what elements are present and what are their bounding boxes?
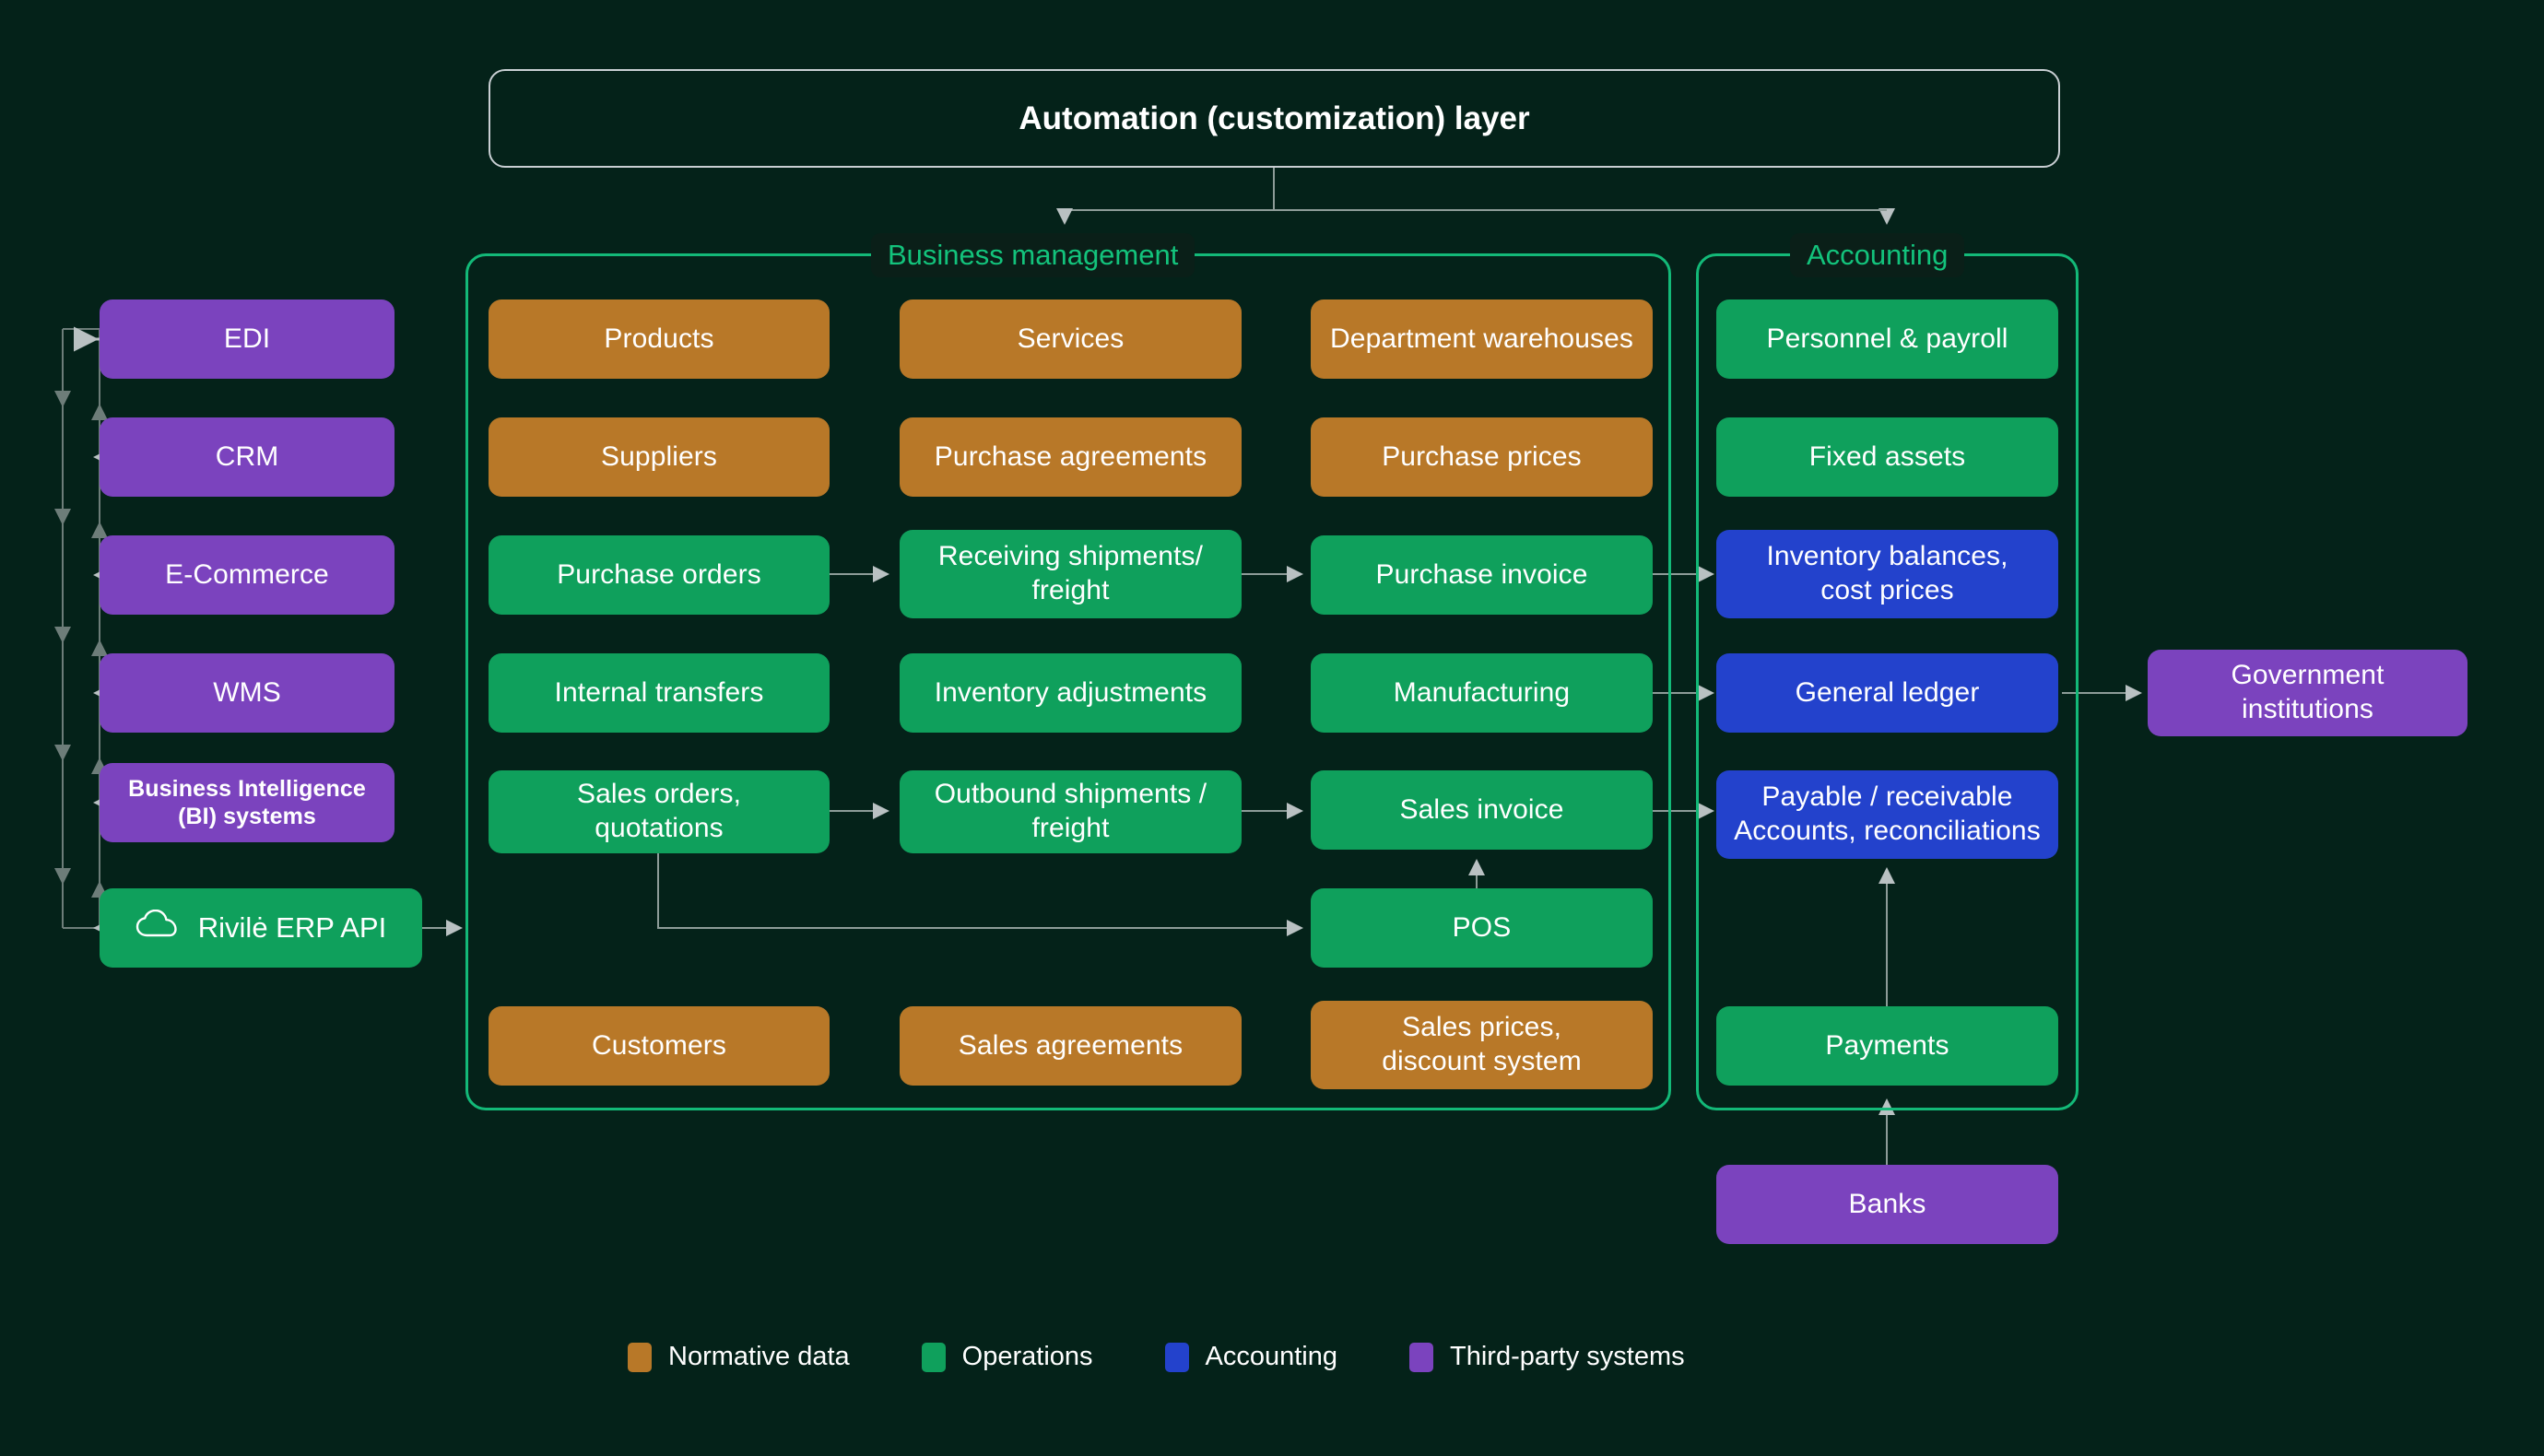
accounting-group-label: Accounting (1790, 233, 1965, 277)
bm-cell-label: Inventory adjustments (934, 676, 1207, 708)
third-party-item-edi[interactable]: EDI (100, 299, 395, 379)
legend-swatch-icon (628, 1342, 652, 1372)
bm-cell-outbound-shipments[interactable]: Outbound shipments / freight (900, 770, 1242, 853)
third-party-item-label: Business Intelligence (BI) systems (128, 775, 366, 830)
automation-layer-label: Automation (customization) layer (1019, 100, 1530, 136)
bm-cell-label: Sales invoice (1399, 793, 1564, 825)
third-party-item-label: WMS (213, 676, 281, 708)
legend-swatch-icon (1409, 1342, 1434, 1372)
bm-cell-sales-agreements[interactable]: Sales agreements (900, 1006, 1242, 1086)
acc-cell-label: Payments (1825, 1029, 1949, 1061)
bm-cell-manufacturing[interactable]: Manufacturing (1311, 653, 1653, 733)
bm-cell-label: Customers (592, 1029, 726, 1061)
bm-cell-label: Purchase agreements (934, 440, 1207, 472)
legend: Normative data Operations Accounting Thi… (628, 1342, 1757, 1372)
acc-cell-label: Inventory balances, cost prices (1766, 541, 2008, 605)
bm-cell-receiving-shipments[interactable]: Receiving shipments/ freight (900, 530, 1242, 618)
third-party-item-label: EDI (223, 323, 271, 354)
bm-cell-suppliers[interactable]: Suppliers (489, 417, 830, 497)
acc-cell-payments[interactable]: Payments (1716, 1006, 2058, 1086)
automation-layer-banner: Automation (customization) layer (489, 69, 2060, 168)
bm-cell-pos[interactable]: POS (1311, 888, 1653, 968)
bm-cell-label: Receiving shipments/ freight (937, 541, 1204, 605)
third-party-item-crm[interactable]: CRM (100, 417, 395, 497)
bm-cell-purchase-agreements[interactable]: Purchase agreements (900, 417, 1242, 497)
acc-cell-general-ledger[interactable]: General ledger (1716, 653, 2058, 733)
legend-item-normative-data: Normative data (628, 1342, 850, 1372)
bm-cell-label: Sales orders, quotations (576, 779, 742, 843)
business-management-group-label: Business management (871, 233, 1195, 277)
third-party-item-label: E-Commerce (165, 558, 329, 590)
legend-swatch-icon (1164, 1342, 1189, 1372)
acc-cell-inventory-balances[interactable]: Inventory balances, cost prices (1716, 530, 2058, 618)
bm-cell-label: Purchase invoice (1375, 558, 1588, 590)
government-institutions-box[interactable]: Government institutions (2148, 650, 2467, 736)
third-party-item-bi[interactable]: Business Intelligence (BI) systems (100, 763, 395, 842)
acc-cell-label: Payable / receivable Accounts, reconcili… (1734, 781, 2041, 846)
bm-cell-customers[interactable]: Customers (489, 1006, 830, 1086)
bm-cell-inventory-adjustments[interactable]: Inventory adjustments (900, 653, 1242, 733)
banks-label: Banks (1848, 1188, 1926, 1219)
legend-swatch-icon (921, 1342, 946, 1372)
bm-cell-purchase-orders[interactable]: Purchase orders (489, 535, 830, 615)
bm-cell-label: Purchase orders (557, 558, 761, 590)
legend-item-operations: Operations (921, 1342, 1093, 1372)
bm-cell-sales-orders-quotations[interactable]: Sales orders, quotations (489, 770, 830, 853)
acc-cell-label: Fixed assets (1808, 440, 1966, 472)
acc-cell-personnel-payroll[interactable]: Personnel & payroll (1716, 299, 2058, 379)
bm-cell-sales-invoice[interactable]: Sales invoice (1311, 770, 1653, 850)
bm-cell-label: Sales prices, discount system (1382, 1012, 1582, 1076)
legend-item-third-party-systems: Third-party systems (1409, 1342, 1685, 1372)
legend-item-accounting: Accounting (1164, 1342, 1338, 1372)
bm-cell-label: POS (1452, 911, 1512, 943)
legend-label: Third-party systems (1450, 1342, 1685, 1371)
bm-cell-label: Suppliers (601, 440, 717, 472)
bm-cell-label: Services (1017, 323, 1125, 354)
rivile-erp-api-box[interactable]: Rivilė ERP API (100, 888, 422, 968)
third-party-item-wms[interactable]: WMS (100, 653, 395, 733)
legend-label: Accounting (1205, 1342, 1338, 1371)
cloud-icon (135, 909, 178, 946)
bm-cell-products[interactable]: Products (489, 299, 830, 379)
banks-box[interactable]: Banks (1716, 1165, 2058, 1244)
legend-label: Operations (961, 1342, 1093, 1371)
bm-cell-purchase-invoice[interactable]: Purchase invoice (1311, 535, 1653, 615)
bm-cell-sales-prices-discount-system[interactable]: Sales prices, discount system (1311, 1001, 1653, 1089)
bm-cell-label: Purchase prices (1382, 440, 1582, 472)
acc-cell-payable-receivable[interactable]: Payable / receivable Accounts, reconcili… (1716, 770, 2058, 859)
bm-cell-label: Outbound shipments / freight (934, 779, 1207, 843)
bm-cell-purchase-prices[interactable]: Purchase prices (1311, 417, 1653, 497)
bm-cell-internal-transfers[interactable]: Internal transfers (489, 653, 830, 733)
rivile-erp-api-label: Rivilė ERP API (197, 911, 387, 944)
bm-cell-label: Department warehouses (1330, 323, 1633, 354)
third-party-item-label: CRM (215, 440, 279, 472)
bm-cell-services[interactable]: Services (900, 299, 1242, 379)
bm-cell-department-warehouses[interactable]: Department warehouses (1311, 299, 1653, 379)
acc-cell-fixed-assets[interactable]: Fixed assets (1716, 417, 2058, 497)
bm-cell-label: Internal transfers (554, 676, 764, 708)
bm-cell-label: Manufacturing (1393, 676, 1571, 708)
third-party-item-ecommerce[interactable]: E-Commerce (100, 535, 395, 615)
legend-label: Normative data (668, 1342, 850, 1371)
government-institutions-label: Government institutions (2231, 660, 2385, 724)
bm-cell-label: Products (604, 323, 714, 354)
acc-cell-label: General ledger (1795, 676, 1980, 708)
bm-cell-label: Sales agreements (958, 1029, 1184, 1061)
acc-cell-label: Personnel & payroll (1766, 323, 2008, 354)
